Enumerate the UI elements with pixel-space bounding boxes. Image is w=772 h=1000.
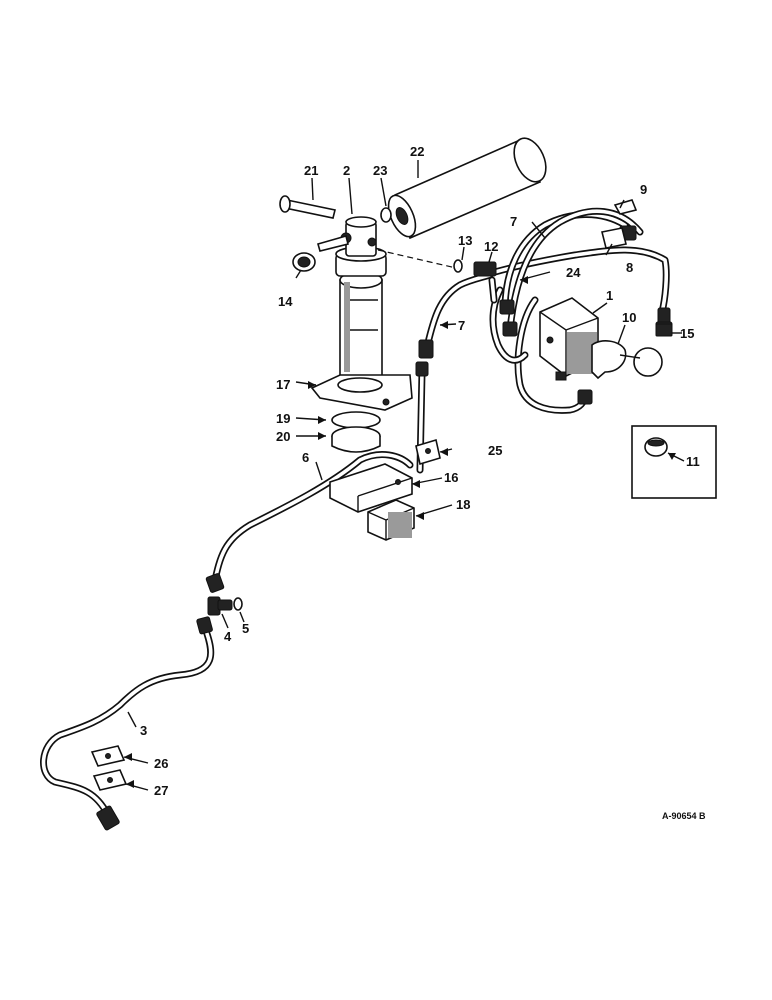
ring-19: [331, 411, 381, 429]
callout-17: 17: [276, 377, 290, 392]
pin-21: [279, 195, 336, 219]
drawing-code: A-90654 B: [662, 811, 706, 821]
callout-4: 4: [224, 629, 232, 644]
callout-27: 27: [154, 783, 168, 798]
elbow-12: [473, 261, 498, 304]
callout-12: 12: [484, 239, 498, 254]
seal-13: [453, 259, 463, 273]
callout-21: 21: [304, 163, 318, 178]
block-18: [367, 499, 415, 541]
tee-4: [207, 596, 233, 616]
callout-1: 1: [606, 288, 613, 303]
callout-15: 15: [680, 326, 694, 341]
tube-6: [210, 451, 414, 589]
o-ring-23: [380, 207, 392, 223]
cylinder-pin: [317, 235, 349, 252]
tube-7-lower: [422, 271, 494, 354]
callout-14: 14: [278, 294, 293, 309]
callout-5: 5: [242, 621, 249, 636]
callout-26: 26: [154, 756, 168, 771]
cylinder-assembly: [310, 216, 413, 411]
callout-13: 13: [458, 233, 472, 248]
tube-3: [40, 624, 215, 819]
callout-9: 9: [640, 182, 647, 197]
cap-14: [292, 252, 316, 272]
tube-fittings: [96, 225, 673, 831]
tube-inner-loop: [489, 286, 529, 364]
callout-3: 3: [140, 723, 147, 738]
callout-2: 2: [343, 163, 350, 178]
alignment-dashes: [377, 249, 466, 271]
inset-11: [631, 425, 717, 499]
callout-11: 11: [686, 454, 700, 469]
clip-8: [601, 227, 627, 249]
leader-arrowheads: [124, 276, 676, 788]
callout-10: 10: [622, 310, 636, 325]
clip-9: [613, 199, 638, 215]
callout-7-upper: 7: [510, 214, 517, 229]
callout-20: 20: [276, 429, 290, 444]
ring-20: [331, 426, 381, 453]
callout-18: 18: [456, 497, 470, 512]
tube-24: [491, 246, 670, 316]
clamp-27: [92, 769, 128, 791]
bracket-25: [415, 438, 441, 466]
seal-5: [233, 597, 243, 611]
callout-6: 6: [302, 450, 309, 465]
clamp-26: [90, 745, 126, 767]
callout-8: 8: [626, 260, 633, 275]
tube-lower-return: [514, 296, 589, 414]
fitting-15: [655, 323, 673, 337]
callout-23: 23: [373, 163, 387, 178]
lever-10: [591, 340, 663, 380]
tube-7-outer-loop: [506, 207, 644, 334]
callout-25: 25: [488, 443, 502, 458]
valve-1: [539, 297, 599, 381]
tube-7-upper-loop: [501, 211, 629, 314]
sleeve-22: [387, 137, 547, 240]
callout-19: 19: [276, 411, 290, 426]
callout-24: 24: [566, 265, 581, 280]
callout-16: 16: [444, 470, 458, 485]
bracket-16: [329, 463, 413, 513]
callout-22: 22: [410, 144, 424, 159]
callout-7-lower: 7: [458, 318, 465, 333]
